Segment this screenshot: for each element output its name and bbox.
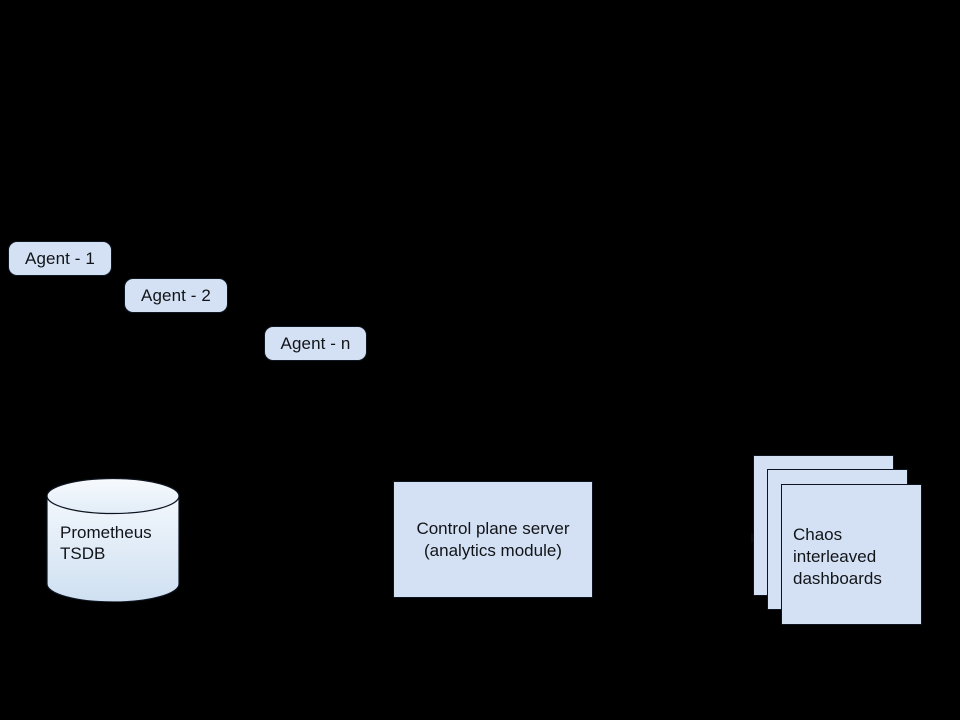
node-agent-2[interactable]: Agent - 2	[124, 278, 228, 313]
chaos-dashboards-label: Chaos interleaved dashboards	[793, 525, 882, 588]
node-prometheus-tsdb[interactable]: Prometheus TSDB	[46, 478, 180, 602]
dashboard-card-front[interactable]	[781, 484, 922, 625]
agent-1-label: Agent - 1	[25, 248, 95, 268]
node-agent-1[interactable]: Agent - 1	[8, 241, 112, 276]
prometheus-tsdb-label: Prometheus TSDB	[60, 523, 152, 563]
agent-n-label: Agent - n	[280, 333, 351, 353]
agent-2-label: Agent - 2	[141, 285, 211, 305]
node-agent-n[interactable]: Agent - n	[264, 326, 367, 361]
node-control-plane-server[interactable]: Control plane server (analytics module)	[393, 481, 593, 598]
control-plane-server-label: Control plane server (analytics module)	[416, 518, 570, 560]
cylinder-shape	[46, 478, 180, 602]
